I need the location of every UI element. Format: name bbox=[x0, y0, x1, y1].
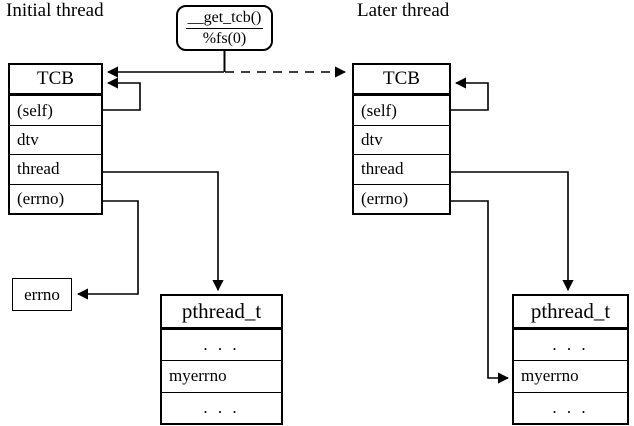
pthread-initial-field-ellipsis-bottom: . . . bbox=[162, 391, 281, 423]
field-label: myerrno bbox=[169, 366, 227, 386]
field-label: thread bbox=[17, 159, 60, 179]
field-label: dtv bbox=[361, 130, 383, 150]
struct-pthread-initial: pthread_t . . . myerrno . . . bbox=[160, 294, 283, 425]
wire-later-errno-to-myerrno bbox=[451, 200, 510, 384]
struct-pthread-later: pthread_t . . . myerrno . . . bbox=[512, 294, 629, 425]
field-label: dtv bbox=[17, 130, 39, 150]
struct-title: pthread_t bbox=[181, 299, 262, 324]
field-label: myerrno bbox=[521, 366, 579, 386]
struct-tcb-later: TCB (self) dtv thread (errno) bbox=[352, 63, 451, 215]
tcb-initial-field-errno: (errno) bbox=[10, 183, 101, 214]
field-label: thread bbox=[361, 159, 404, 179]
pthread-initial-field-ellipsis-top: . . . bbox=[162, 328, 281, 360]
get-tcb-function-label: __get_tcb() bbox=[185, 8, 264, 29]
struct-tcb-initial: TCB (self) dtv thread (errno) bbox=[8, 63, 103, 215]
wire-initial-thread-to-pthread bbox=[103, 171, 224, 292]
tcb-initial-header: TCB bbox=[10, 65, 101, 96]
pthread-later-field-ellipsis-bottom: . . . bbox=[514, 391, 627, 423]
tcb-later-field-errno: (errno) bbox=[354, 183, 449, 214]
heading-later-thread: Later thread bbox=[357, 0, 450, 21]
field-label: (self) bbox=[17, 100, 53, 120]
field-label: (self) bbox=[361, 100, 397, 120]
tcb-later-field-dtv: dtv bbox=[354, 124, 449, 155]
wire-later-thread-to-pthread bbox=[451, 171, 574, 292]
tcb-later-header: TCB bbox=[354, 65, 449, 96]
heading-initial-thread: Initial thread bbox=[6, 0, 104, 21]
tcb-initial-field-thread: thread bbox=[10, 154, 101, 184]
pthread-later-field-myerrno: myerrno bbox=[514, 360, 627, 392]
struct-title: TCB bbox=[383, 68, 420, 90]
wire-later-self-loop bbox=[451, 77, 489, 111]
pthread-later-field-ellipsis-top: . . . bbox=[514, 328, 627, 360]
get-tcb-segment-label: %fs(0) bbox=[202, 30, 247, 47]
field-label: . . . bbox=[552, 334, 589, 354]
struct-title: pthread_t bbox=[530, 299, 611, 324]
pthread-initial-header: pthread_t bbox=[162, 296, 281, 329]
field-label: (errno) bbox=[17, 188, 65, 208]
field-label: . . . bbox=[552, 397, 589, 417]
errno-variable-box: errno bbox=[12, 278, 72, 311]
tcb-initial-field-dtv: dtv bbox=[10, 124, 101, 155]
field-label: . . . bbox=[203, 334, 240, 354]
errno-variable-label: errno bbox=[24, 284, 60, 304]
field-label: . . . bbox=[203, 397, 240, 417]
struct-title: TCB bbox=[37, 68, 74, 90]
tcb-later-field-thread: thread bbox=[354, 154, 449, 184]
pthread-later-header: pthread_t bbox=[514, 296, 627, 329]
wire-initial-self-loop bbox=[103, 77, 141, 111]
field-label: (errno) bbox=[361, 188, 409, 208]
tcb-initial-field-self: (self) bbox=[10, 95, 101, 125]
pthread-initial-field-myerrno: myerrno bbox=[162, 360, 281, 392]
tcb-later-field-self: (self) bbox=[354, 95, 449, 125]
get-tcb-callout: __get_tcb() %fs(0) bbox=[176, 5, 273, 51]
